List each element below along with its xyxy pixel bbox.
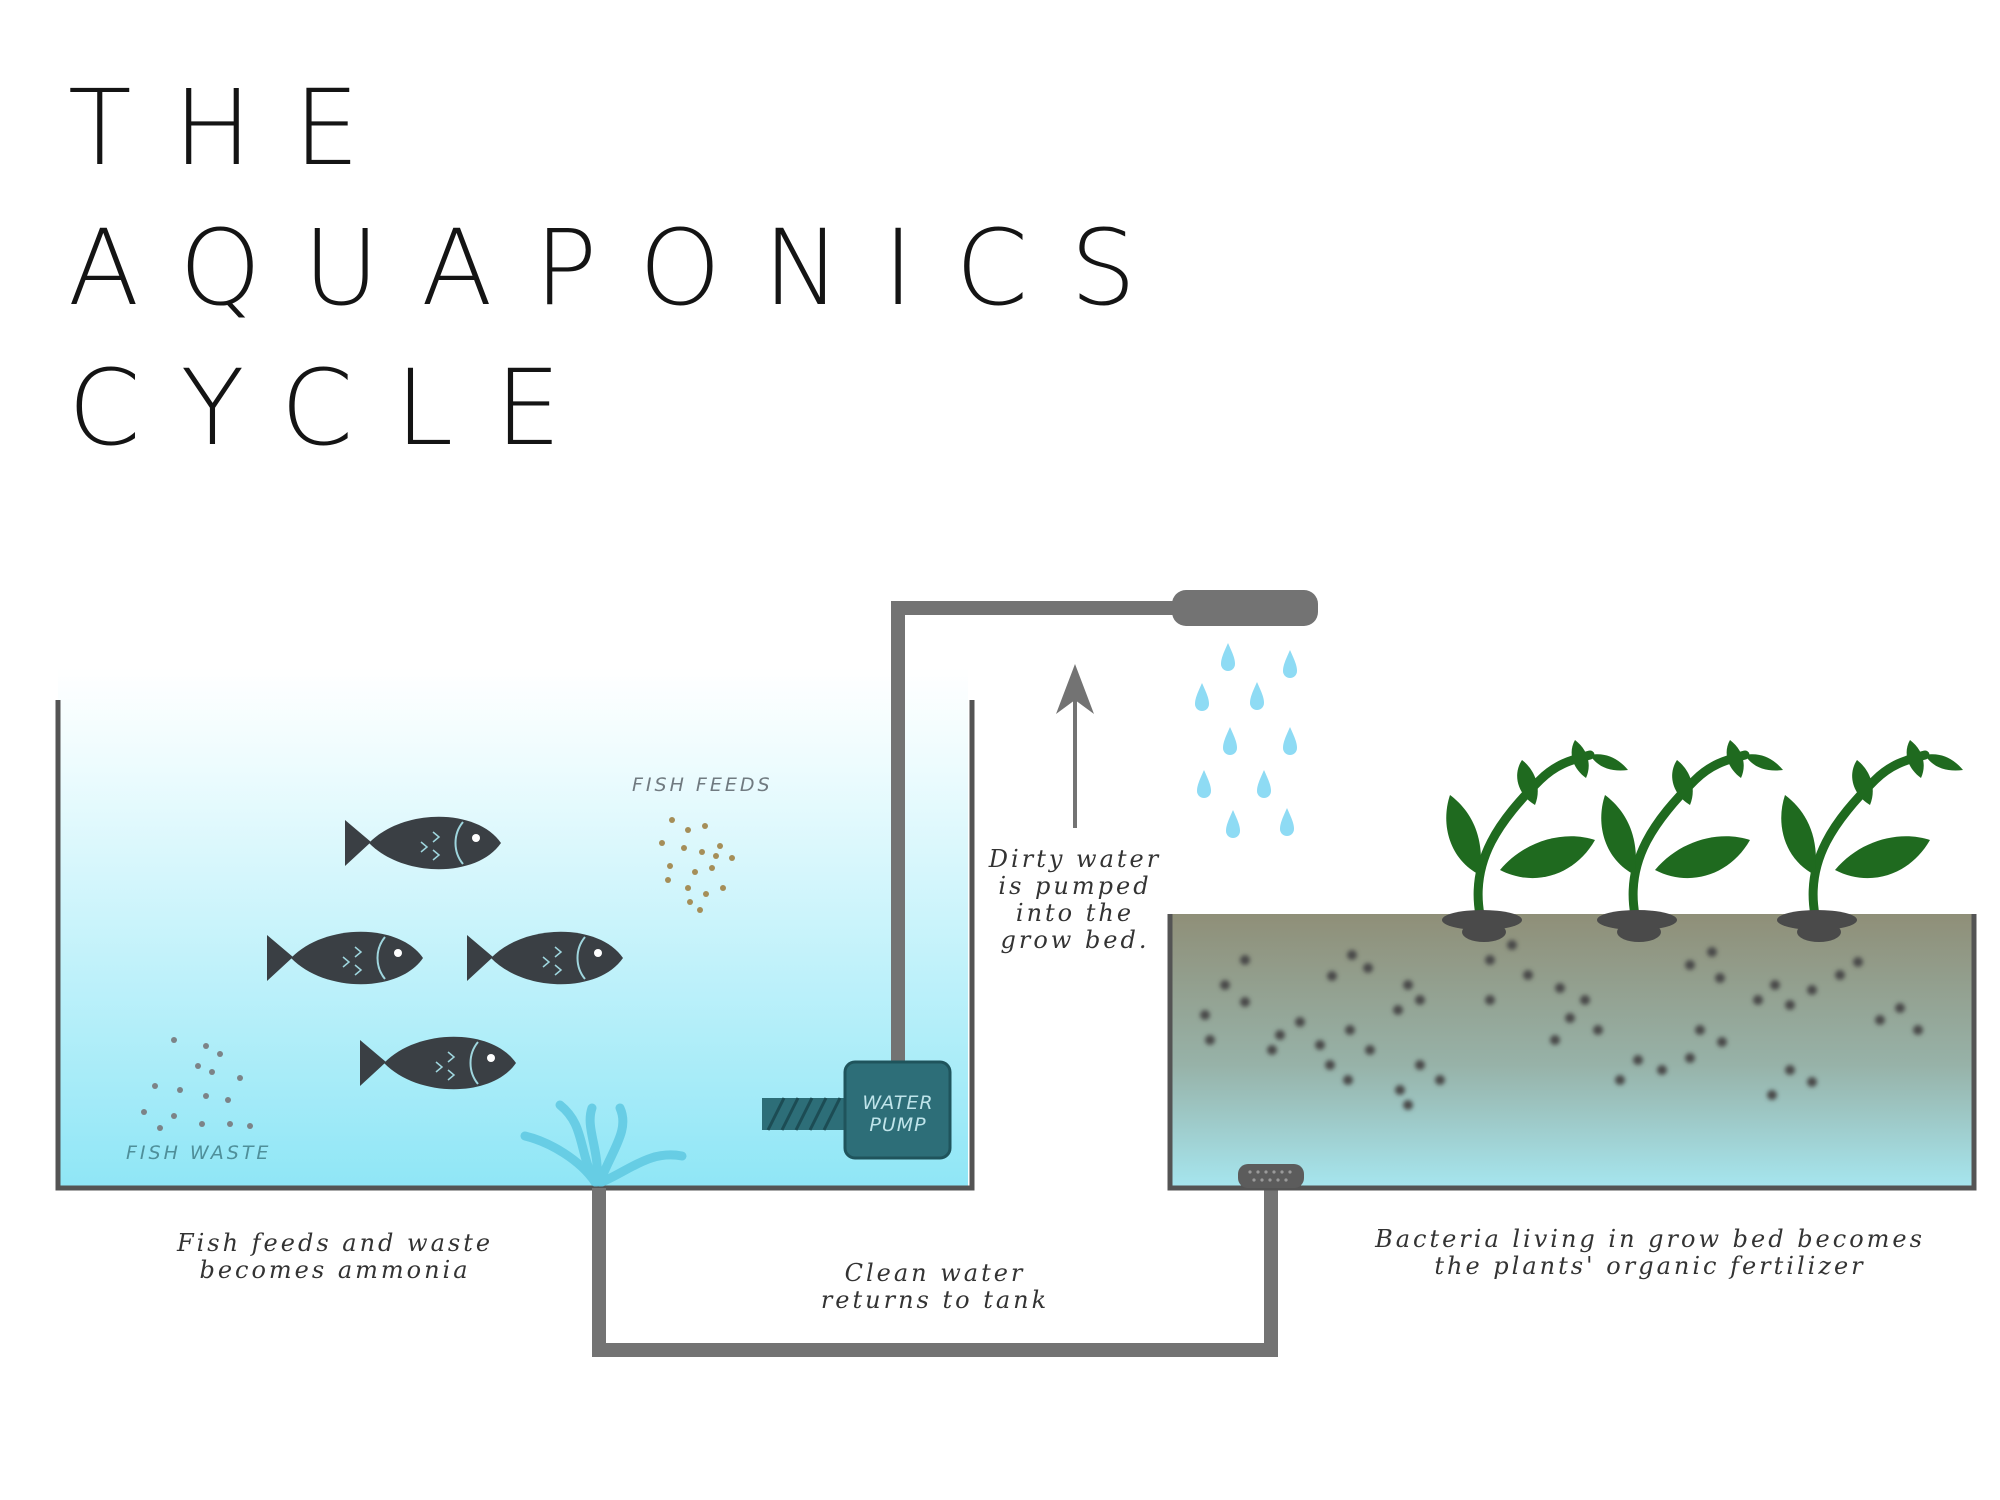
return-water-plume [520,1100,687,1187]
uplift-caption: Dirty water is pumped into the grow bed. [960,846,1190,954]
seedling-icon [1597,740,1783,942]
water-drop-icon [1280,808,1294,836]
water-drop-icon [1197,770,1211,798]
bubbler-icon [1238,1164,1304,1188]
uplift-pipe [891,601,1180,1064]
pump-icon [843,1060,952,1160]
water-drop-icon [1223,727,1237,755]
title-line-1: THE [68,67,402,189]
pump-label: WATER PUMP [848,1092,948,1136]
uplift-caption-line: Dirty water [988,845,1162,873]
water-drop-icon [1257,770,1271,798]
pipe-system [592,601,1278,1357]
fish-feeds-label: FISH FEEDS [632,774,773,796]
grow-bed-caption-line: Bacteria living in grow bed becomes [1375,1225,1925,1253]
tank-caption: Fish feeds and waste becomes ammonia [160,1230,510,1284]
fish-icon [467,931,623,985]
water-pump [762,1060,952,1160]
water-drop-icon [1226,810,1240,838]
water-drop-icon [1283,650,1297,678]
fish-icon [267,931,423,985]
tank-caption-line: Fish feeds and waste [176,1229,494,1257]
return-caption-line: Clean water [844,1259,1026,1287]
title-line-3: CYCLE [68,347,603,469]
fish-icon [360,1036,516,1090]
water-drop-icon [1195,683,1209,711]
seedling-icon [1442,740,1628,942]
water-drop-icon [1283,727,1297,755]
grow-bed-media [1170,914,1974,1188]
plants [1442,740,1963,942]
fish-school [267,816,623,1090]
fish-waste-label: FISH WASTE [126,1142,272,1164]
seedling-icon [1777,740,1963,942]
water-drops [1195,643,1297,838]
tank-wall [55,700,975,1191]
uplift-caption-line: into the [1015,899,1135,927]
water-drop-icon [1221,643,1235,671]
water-drop-icon [1250,682,1264,710]
grow-bed-caption-line: the plants' organic fertilizer [1434,1252,1866,1280]
uplift-caption-line: is pumped [998,872,1152,900]
grow-bed-caption: Bacteria living in grow bed becomes the … [1375,1226,1925,1280]
grow-bed-wall [1167,914,1977,1191]
fish-feed-particles [659,817,735,913]
fish-waste-particles [141,1037,253,1131]
return-caption: Clean water returns to tank [795,1260,1075,1314]
pump-label-line: WATER [862,1092,934,1114]
pump-label-line: PUMP [869,1114,927,1136]
tank-caption-line: becomes ammonia [199,1256,471,1284]
spray-bar [1172,590,1318,626]
title-line-2: AQUAPONICS [68,207,1179,329]
up-arrow-icon [1056,664,1094,828]
fish-icon [345,816,501,870]
grow-bed [1167,914,1977,1191]
uplift-caption-line: grow bed. [1000,926,1150,954]
return-caption-line: returns to tank [820,1286,1050,1314]
bacteria-particles [1200,940,1923,1110]
return-pipe [592,1182,1278,1357]
